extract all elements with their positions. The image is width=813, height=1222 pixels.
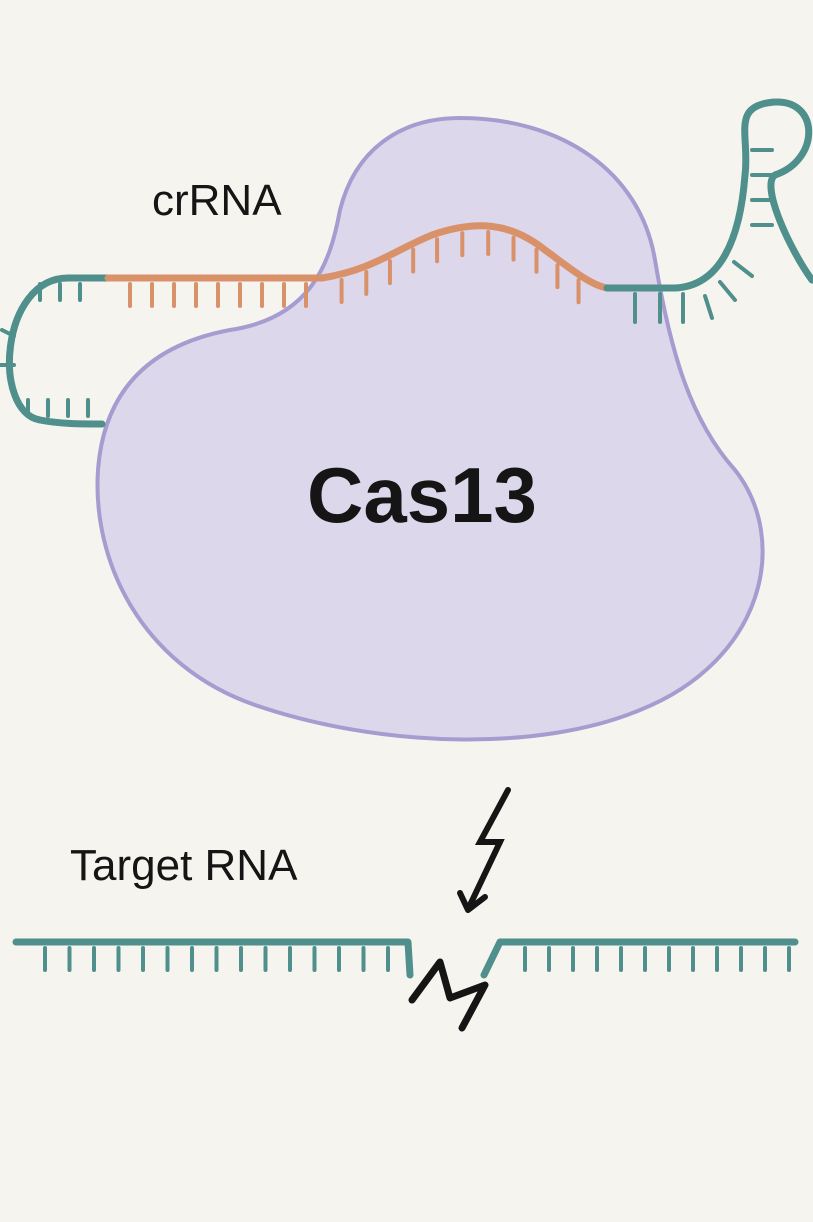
lightning-bolt-icon: [467, 787, 511, 908]
crrna-left-stem: [0, 274, 112, 428]
cas13-protein-shape: [95, 115, 765, 742]
target-rna-right-backbone: [480, 938, 799, 979]
crrna-label: crRNA: [152, 176, 282, 225]
rna-base: [0, 328, 16, 338]
crrna-spacer-backbone: [104, 222, 611, 292]
break-zigzag-icon: [408, 958, 489, 1032]
crrna-left-bottom-bases: [26, 398, 90, 418]
crrna-left-backbone: [5, 274, 112, 428]
target-rna-bases: [43, 946, 791, 972]
crrna-right-hairpin: [603, 98, 813, 324]
target-rna-strand: [12, 938, 799, 979]
rna-base: [732, 260, 754, 278]
target-rna-left-backbone: [12, 938, 414, 979]
crrna-right-backbone: [603, 98, 813, 292]
rna-base: [718, 280, 737, 302]
rna-base: [703, 294, 714, 320]
cas13-label: Cas13: [307, 451, 537, 539]
crrna-spacer: [104, 222, 611, 308]
crrna-right-bases: [633, 148, 774, 324]
crrna-left-top-bases: [0, 282, 82, 367]
lightning-arrowhead-icon: [457, 890, 488, 913]
target-rna-label: Target RNA: [70, 841, 298, 890]
crrna-spacer-bases: [128, 230, 581, 308]
